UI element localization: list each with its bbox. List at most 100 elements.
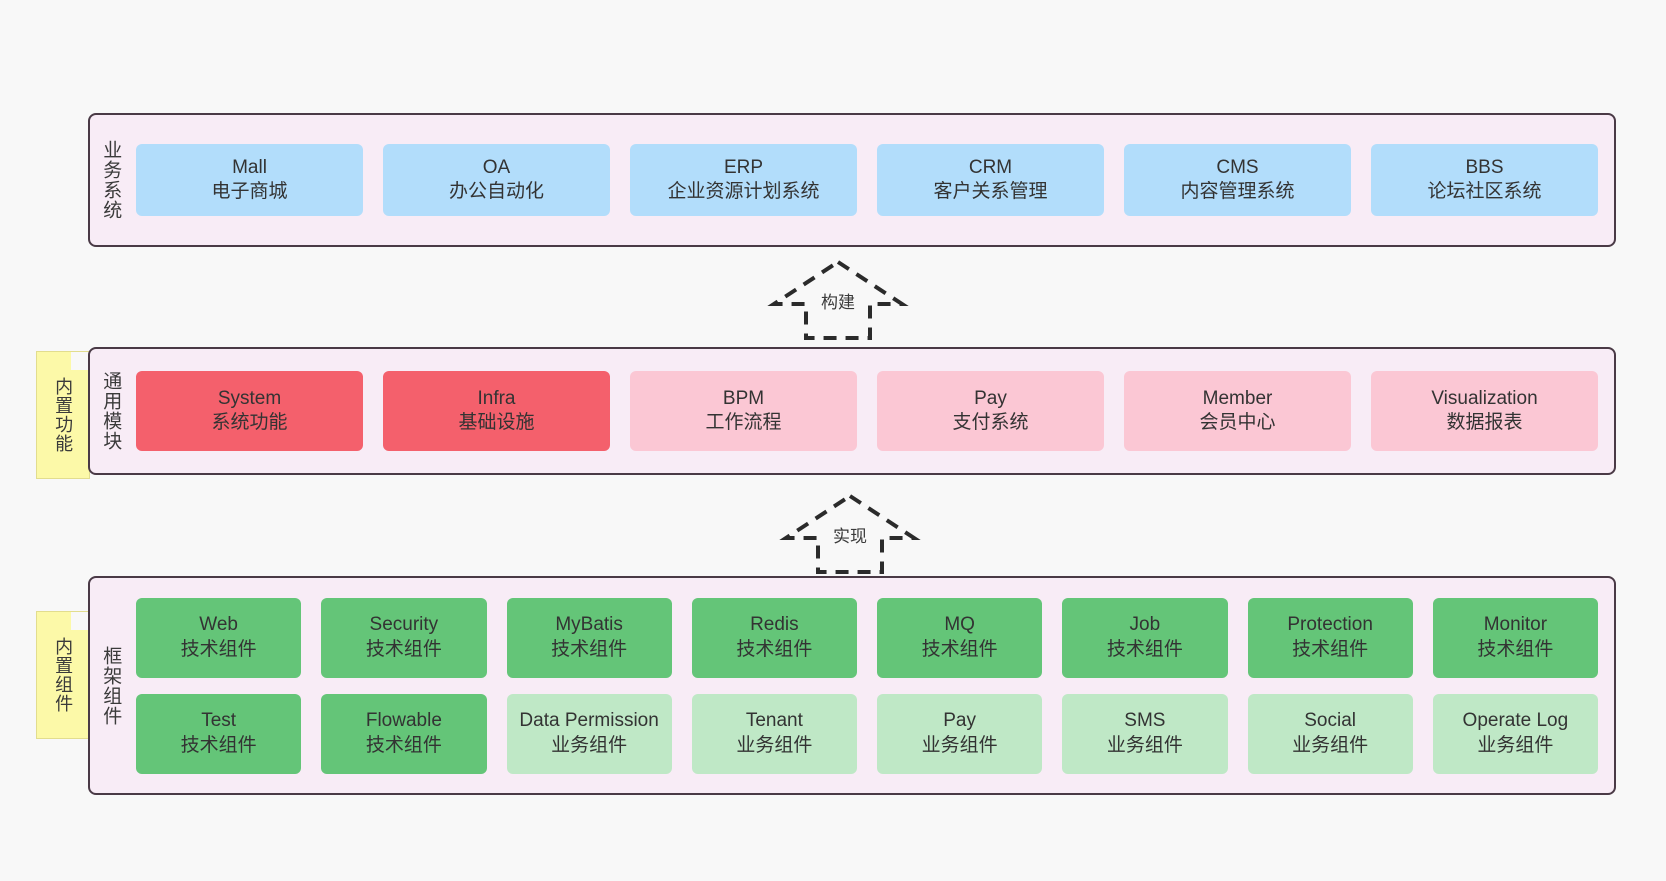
card-title-en: Mall: [232, 156, 267, 178]
sticky-note-label: 内置组件: [53, 637, 74, 713]
card-title-en: CRM: [968, 156, 1013, 178]
card-infra[interactable]: Infra 基础设施: [383, 371, 610, 451]
card-title-cn: 办公自动化: [448, 181, 544, 202]
card-title-cn: 技术组件: [1106, 638, 1183, 660]
layer-title-framework-components: 框架组件: [100, 645, 122, 726]
sticky-note-label: 内置功能: [53, 377, 74, 453]
card-title-en: CMS: [1216, 156, 1259, 178]
card-title-en: Social: [1304, 710, 1356, 732]
card-monitor[interactable]: Monitor 技术组件: [1432, 597, 1598, 678]
card-title-cn: 内容管理系统: [1180, 181, 1295, 202]
card-title-cn: 业务组件: [1477, 734, 1554, 756]
card-title-en: Data Permission: [519, 710, 659, 732]
card-flowable[interactable]: Flowable 技术组件: [321, 693, 487, 774]
card-title-en: Job: [1129, 614, 1161, 636]
card-title-cn: 技术组件: [1292, 638, 1369, 660]
card-mq[interactable]: MQ 技术组件: [877, 597, 1043, 678]
layer-title-common-modules: 通用模块: [100, 371, 122, 451]
card-data-permission[interactable]: Data Permission 业务组件: [506, 693, 672, 774]
card-title-en: OA: [482, 156, 511, 178]
card-title-en: System: [217, 387, 282, 409]
card-oa[interactable]: OA 办公自动化: [383, 144, 610, 216]
connector-implement-label: 实现: [830, 522, 870, 547]
card-title-cn: 企业资源计划系统: [667, 181, 820, 202]
card-operate-log[interactable]: Operate Log 业务组件: [1432, 693, 1598, 774]
card-title-cn: 系统功能: [211, 412, 288, 433]
card-row: Mall 电子商城 OA 办公自动化 ERP 企业资源计划系统 CRM 客户关系…: [136, 144, 1598, 216]
card-title-en: Pay: [943, 710, 976, 732]
card-title-en: BPM: [722, 387, 765, 409]
card-title-en: MyBatis: [555, 614, 623, 636]
card-title-cn: 客户关系管理: [933, 181, 1048, 202]
card-title-en: ERP: [723, 156, 764, 178]
card-title-cn: 技术组件: [365, 638, 442, 660]
connector-build-arrow: 构建: [758, 258, 918, 340]
card-title-cn: 基础设施: [458, 412, 535, 433]
card-title-en: MQ: [944, 614, 975, 636]
card-tenant[interactable]: Tenant 业务组件: [691, 693, 857, 774]
sticky-note-builtin-functions: 内置功能: [36, 351, 90, 479]
layer-body-business-system: Mall 电子商城 OA 办公自动化 ERP 企业资源计划系统 CRM 客户关系…: [130, 115, 1614, 245]
layer-title-business-system: 业务系统: [100, 140, 122, 220]
card-bpm[interactable]: BPM 工作流程: [630, 371, 857, 451]
card-pay-business[interactable]: Pay 业务组件: [877, 693, 1043, 774]
card-title-cn: 电子商城: [211, 181, 288, 202]
card-title-cn: 技术组件: [180, 638, 257, 660]
card-title-en: Member: [1202, 387, 1273, 409]
card-mall[interactable]: Mall 电子商城: [136, 144, 363, 216]
card-title-cn: 论坛社区系统: [1427, 181, 1542, 202]
card-mybatis[interactable]: MyBatis 技术组件: [506, 597, 672, 678]
card-title-cn: 业务组件: [1292, 734, 1369, 756]
card-title-cn: 技术组件: [1477, 638, 1554, 660]
card-erp[interactable]: ERP 企业资源计划系统: [630, 144, 857, 216]
card-title-cn: 会员中心: [1199, 412, 1276, 433]
layer-framework-components: 框架组件 Web 技术组件 Security 技术组件 MyBatis 技术组件…: [88, 576, 1616, 795]
card-test[interactable]: Test 技术组件: [136, 693, 302, 774]
card-row: Test 技术组件 Flowable 技术组件 Data Permission …: [136, 693, 1598, 774]
card-title-cn: 技术组件: [921, 638, 998, 660]
card-title-en: Visualization: [1431, 387, 1538, 409]
card-title-en: SMS: [1124, 710, 1166, 732]
card-title-cn: 业务组件: [736, 734, 813, 756]
layer-body-common-modules: System 系统功能 Infra 基础设施 BPM 工作流程 Pay 支付系统…: [130, 349, 1614, 473]
card-title-en: Infra: [477, 387, 516, 409]
card-title-en: Security: [369, 614, 439, 636]
card-web[interactable]: Web 技术组件: [136, 597, 302, 678]
card-title-cn: 技术组件: [365, 734, 442, 756]
sticky-note-builtin-components: 内置组件: [36, 611, 90, 739]
card-member[interactable]: Member 会员中心: [1124, 371, 1351, 451]
card-title-cn: 支付系统: [952, 412, 1029, 433]
card-title-en: Operate Log: [1462, 710, 1569, 732]
card-title-en: Web: [199, 614, 238, 636]
card-sms[interactable]: SMS 业务组件: [1062, 693, 1228, 774]
layer-business-system: 业务系统 Mall 电子商城 OA 办公自动化 ERP 企业资源计划系统 CRM…: [88, 113, 1616, 247]
card-title-en: Test: [201, 710, 237, 732]
card-row: System 系统功能 Infra 基础设施 BPM 工作流程 Pay 支付系统…: [136, 371, 1598, 451]
card-title-cn: 技术组件: [551, 638, 628, 660]
card-title-en: Pay: [974, 387, 1007, 409]
card-title-en: Protection: [1287, 614, 1373, 636]
card-protection[interactable]: Protection 技术组件: [1247, 597, 1413, 678]
layer-common-modules: 通用模块 System 系统功能 Infra 基础设施 BPM 工作流程 Pay…: [88, 347, 1616, 475]
card-row: Web 技术组件 Security 技术组件 MyBatis 技术组件 Redi…: [136, 597, 1598, 678]
card-title-cn: 技术组件: [180, 734, 257, 756]
card-title-cn: 工作流程: [705, 412, 782, 433]
card-title-cn: 业务组件: [551, 734, 628, 756]
card-bbs[interactable]: BBS 论坛社区系统: [1371, 144, 1598, 216]
card-social[interactable]: Social 业务组件: [1247, 693, 1413, 774]
layer-body-framework-components: Web 技术组件 Security 技术组件 MyBatis 技术组件 Redi…: [130, 578, 1614, 793]
card-title-cn: 业务组件: [921, 734, 998, 756]
card-visualization[interactable]: Visualization 数据报表: [1371, 371, 1598, 451]
card-job[interactable]: Job 技术组件: [1062, 597, 1228, 678]
card-title-cn: 业务组件: [1106, 734, 1183, 756]
connector-implement-arrow: 实现: [770, 492, 930, 574]
card-pay[interactable]: Pay 支付系统: [877, 371, 1104, 451]
card-title-cn: 技术组件: [736, 638, 813, 660]
card-redis[interactable]: Redis 技术组件: [691, 597, 857, 678]
card-cms[interactable]: CMS 内容管理系统: [1124, 144, 1351, 216]
card-security[interactable]: Security 技术组件: [321, 597, 487, 678]
card-system[interactable]: System 系统功能: [136, 371, 363, 451]
card-title-en: Tenant: [745, 710, 803, 732]
card-title-cn: 数据报表: [1446, 412, 1523, 433]
card-crm[interactable]: CRM 客户关系管理: [877, 144, 1104, 216]
